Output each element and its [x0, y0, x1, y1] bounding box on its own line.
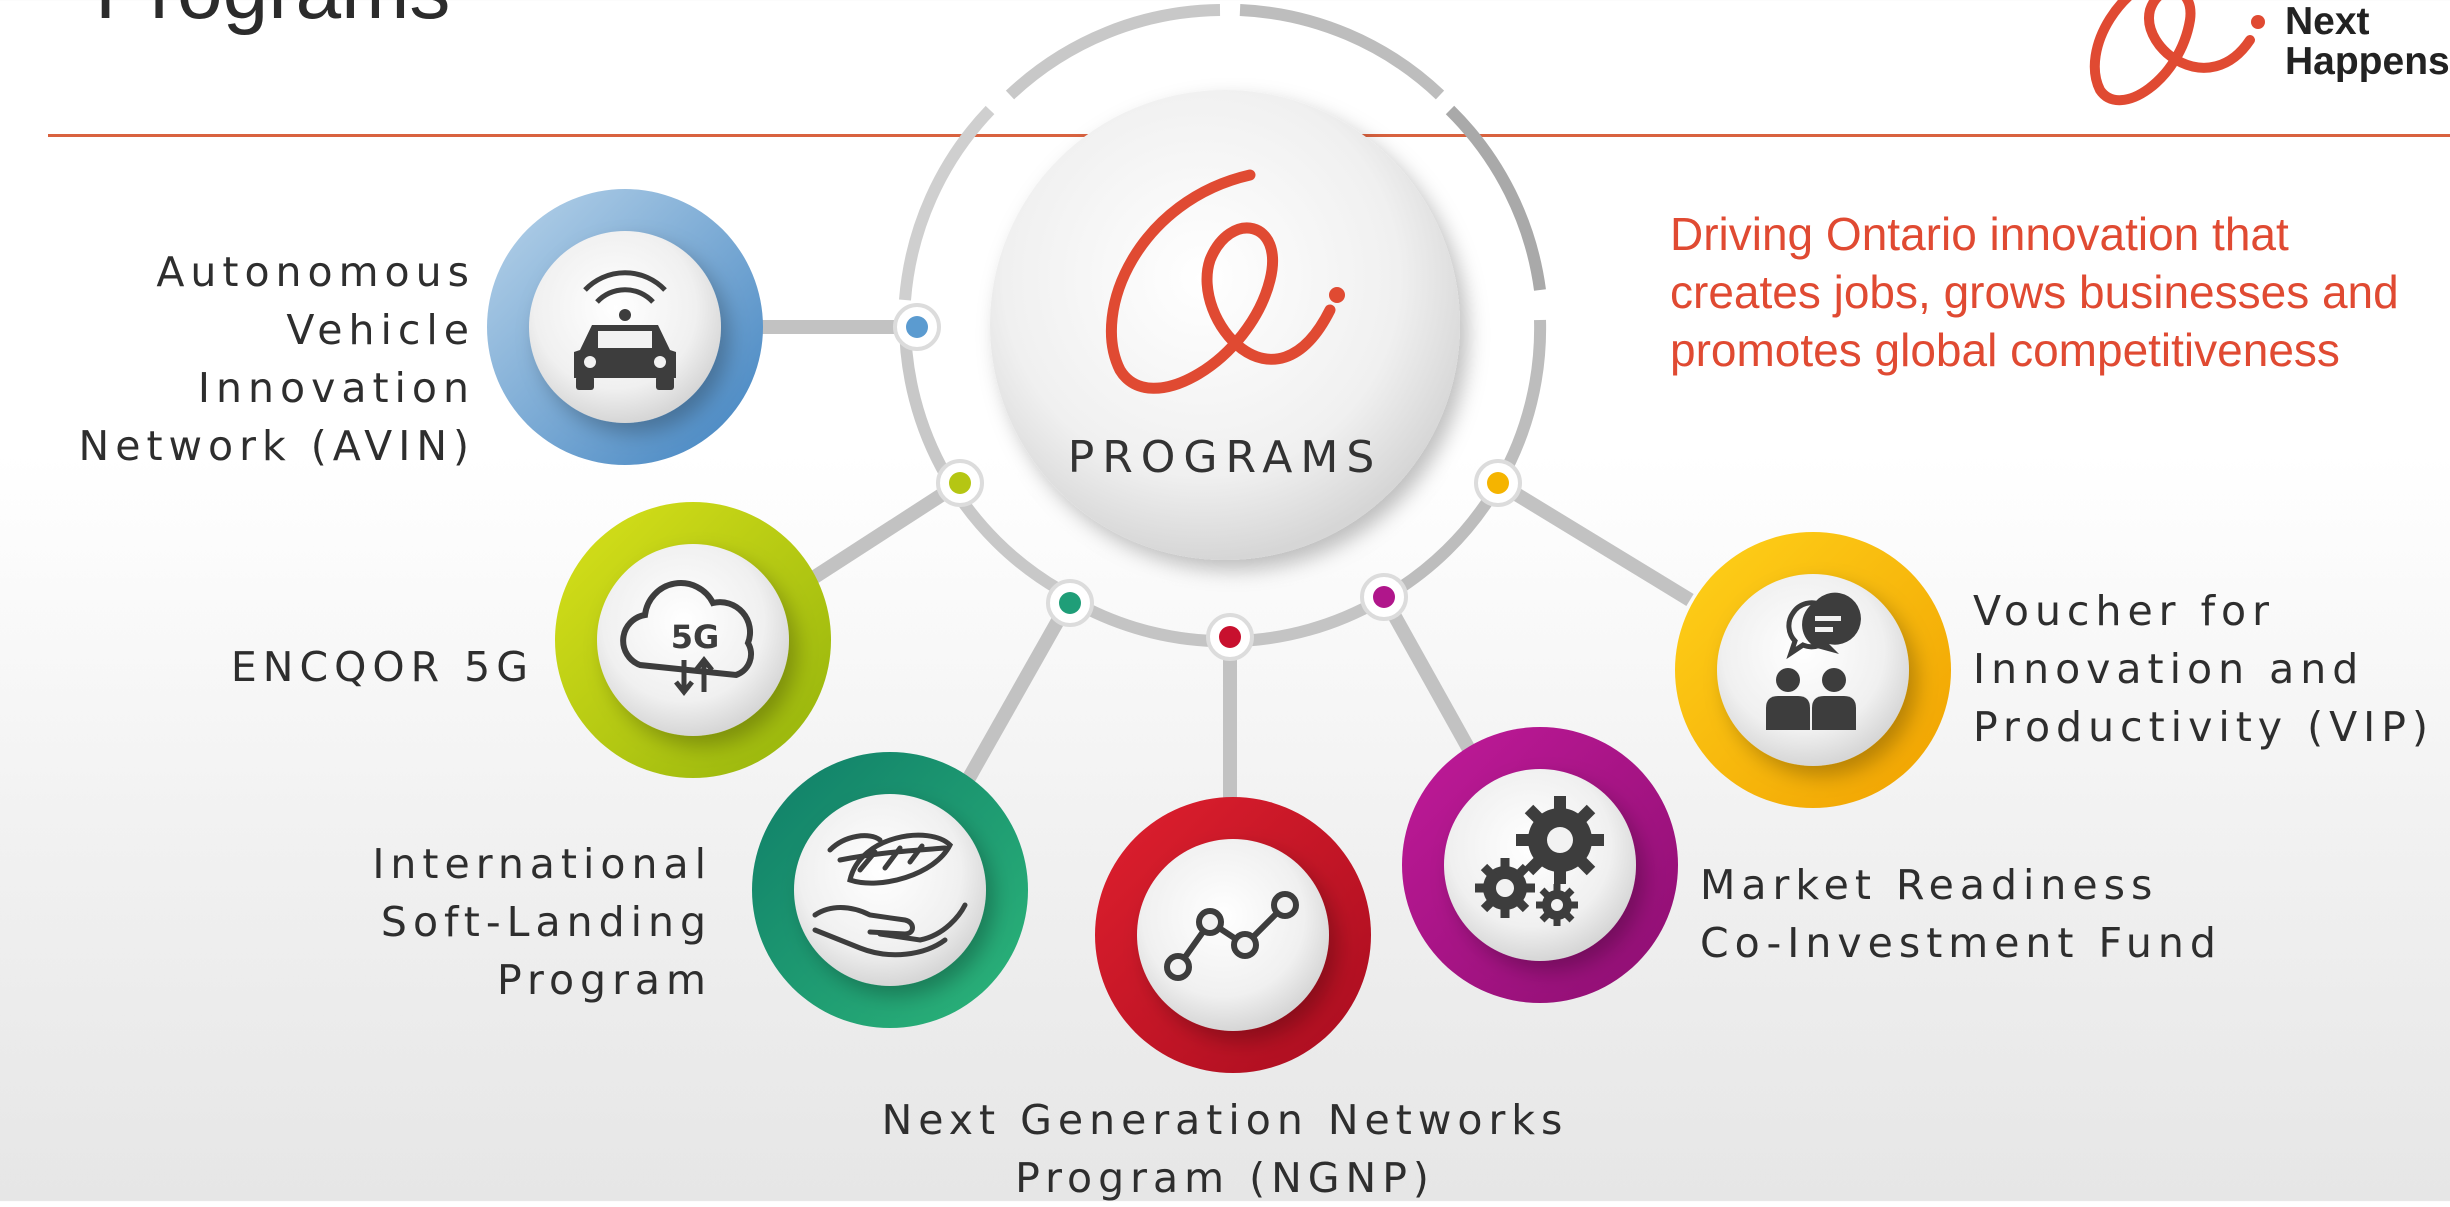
program-node-encqor: 5G — [555, 502, 831, 778]
program-label-encqor: ENCQOR 5G — [230, 643, 534, 691]
connector-lines — [740, 320, 1694, 800]
hand-leaf-icon — [812, 832, 968, 958]
program-label-ngnp: Next Generation Networks Program (NGNP) — [881, 1096, 1569, 1202]
cloud-5g-icon: 5G — [620, 580, 755, 697]
logo-line-1: Next — [2285, 0, 2370, 43]
program-node-ngnp — [1095, 797, 1371, 1073]
logo-line-2: Happens — [2285, 40, 2450, 83]
hub-circle: PROGRAMS — [990, 90, 1460, 560]
program-node-vip — [1675, 532, 1951, 808]
program-label-market-readiness: Market Readiness Co-Investment Fund — [1700, 861, 2222, 967]
car-wifi-icon — [574, 270, 676, 390]
program-node-soft-landing — [752, 752, 1028, 1028]
hub-label: PROGRAMS — [1068, 432, 1383, 483]
hub-swirl-icon — [1106, 169, 1345, 394]
program-node-market-readiness — [1402, 727, 1678, 1003]
program-label-soft-landing: International Soft-Landing Program — [372, 840, 712, 1004]
program-label-avin: Autonomous Vehicle Innovation Network (A… — [78, 248, 475, 470]
people-chat-icon — [1766, 592, 1861, 730]
connector-dots — [893, 303, 1522, 661]
page-title: Programs — [95, 0, 450, 32]
swirl-logo-icon — [2089, 0, 2265, 106]
logo-wordmark: Next Happens — [2285, 2, 2450, 82]
program-node-avin — [487, 189, 763, 465]
gears-icon — [1475, 796, 1604, 926]
svg-text:5G: 5G — [671, 618, 720, 656]
line-graph-icon — [1164, 891, 1299, 981]
program-label-vip: Voucher for Innovation and Productivity … — [1973, 587, 2434, 751]
tagline: Driving Ontario innovation that creates … — [1670, 208, 2399, 376]
